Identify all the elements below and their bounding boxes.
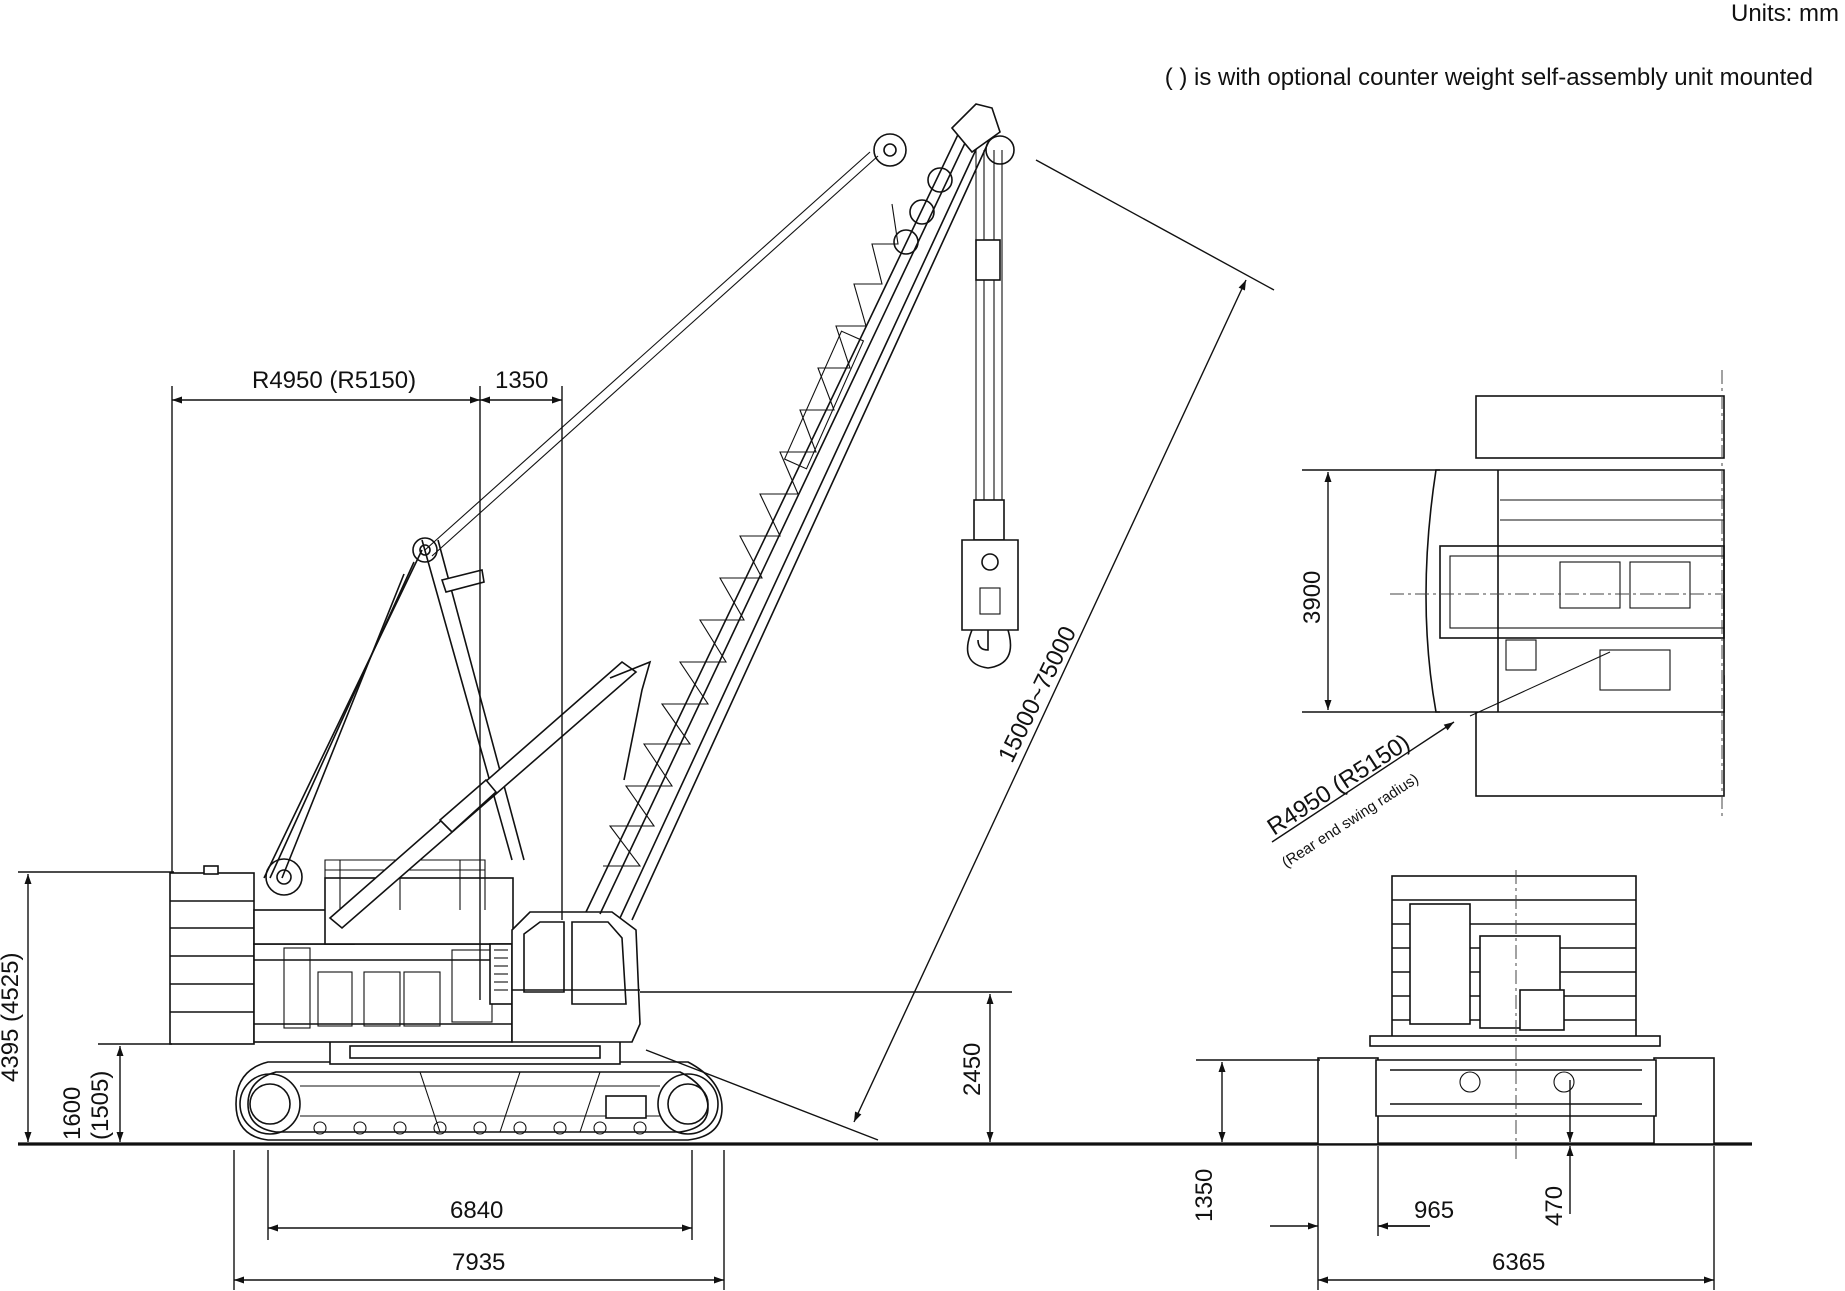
- ground-clearance-label: 470: [1541, 1186, 1568, 1226]
- overall-width-label: 6365: [1492, 1249, 1545, 1276]
- top-view-width-label: 3900: [1299, 571, 1326, 624]
- rear-view-crane: [1317, 870, 1715, 1160]
- top-view-crane: [1390, 370, 1725, 816]
- crawler-length-label: 7935: [452, 1249, 505, 1276]
- boom-pendant-ropes: [424, 151, 879, 557]
- overall-height-label: 4395 (4525): [0, 953, 24, 1082]
- tail-radius-label: R4950 (R5150): [252, 367, 416, 394]
- units-label: Units: mm: [1731, 0, 1839, 27]
- backstop-cylinder: [328, 660, 652, 930]
- counterweight: [169, 865, 255, 1045]
- counterweight-note: ( ) is with optional counter weight self…: [1164, 64, 1813, 91]
- operator-cab: [511, 911, 641, 1043]
- crawler-track: [235, 1061, 723, 1141]
- boom-length-label: 15000~75000: [993, 622, 1082, 766]
- offset-label: 1350: [495, 367, 548, 394]
- side-view-crane: [169, 103, 1019, 1141]
- cw-clearance-bottom-label: (1505): [87, 1071, 114, 1140]
- rear-height-label: 1350: [1191, 1169, 1218, 1222]
- track-width-label: 965: [1414, 1197, 1454, 1224]
- cab-height-label: 2450: [959, 1043, 986, 1096]
- top-view-dimensions: 3900 R4950 (R5150) (Rear end swing radiu…: [1263, 469, 1455, 871]
- hook-block: [961, 150, 1019, 669]
- gantry-mast: [263, 537, 525, 896]
- tumbler-distance-label: 6840: [450, 1197, 503, 1224]
- rear-view-dimensions: 1350 965 470 6365: [1191, 1059, 1715, 1290]
- boom: [585, 103, 1015, 921]
- cw-clearance-top-label: 1600: [59, 1087, 86, 1140]
